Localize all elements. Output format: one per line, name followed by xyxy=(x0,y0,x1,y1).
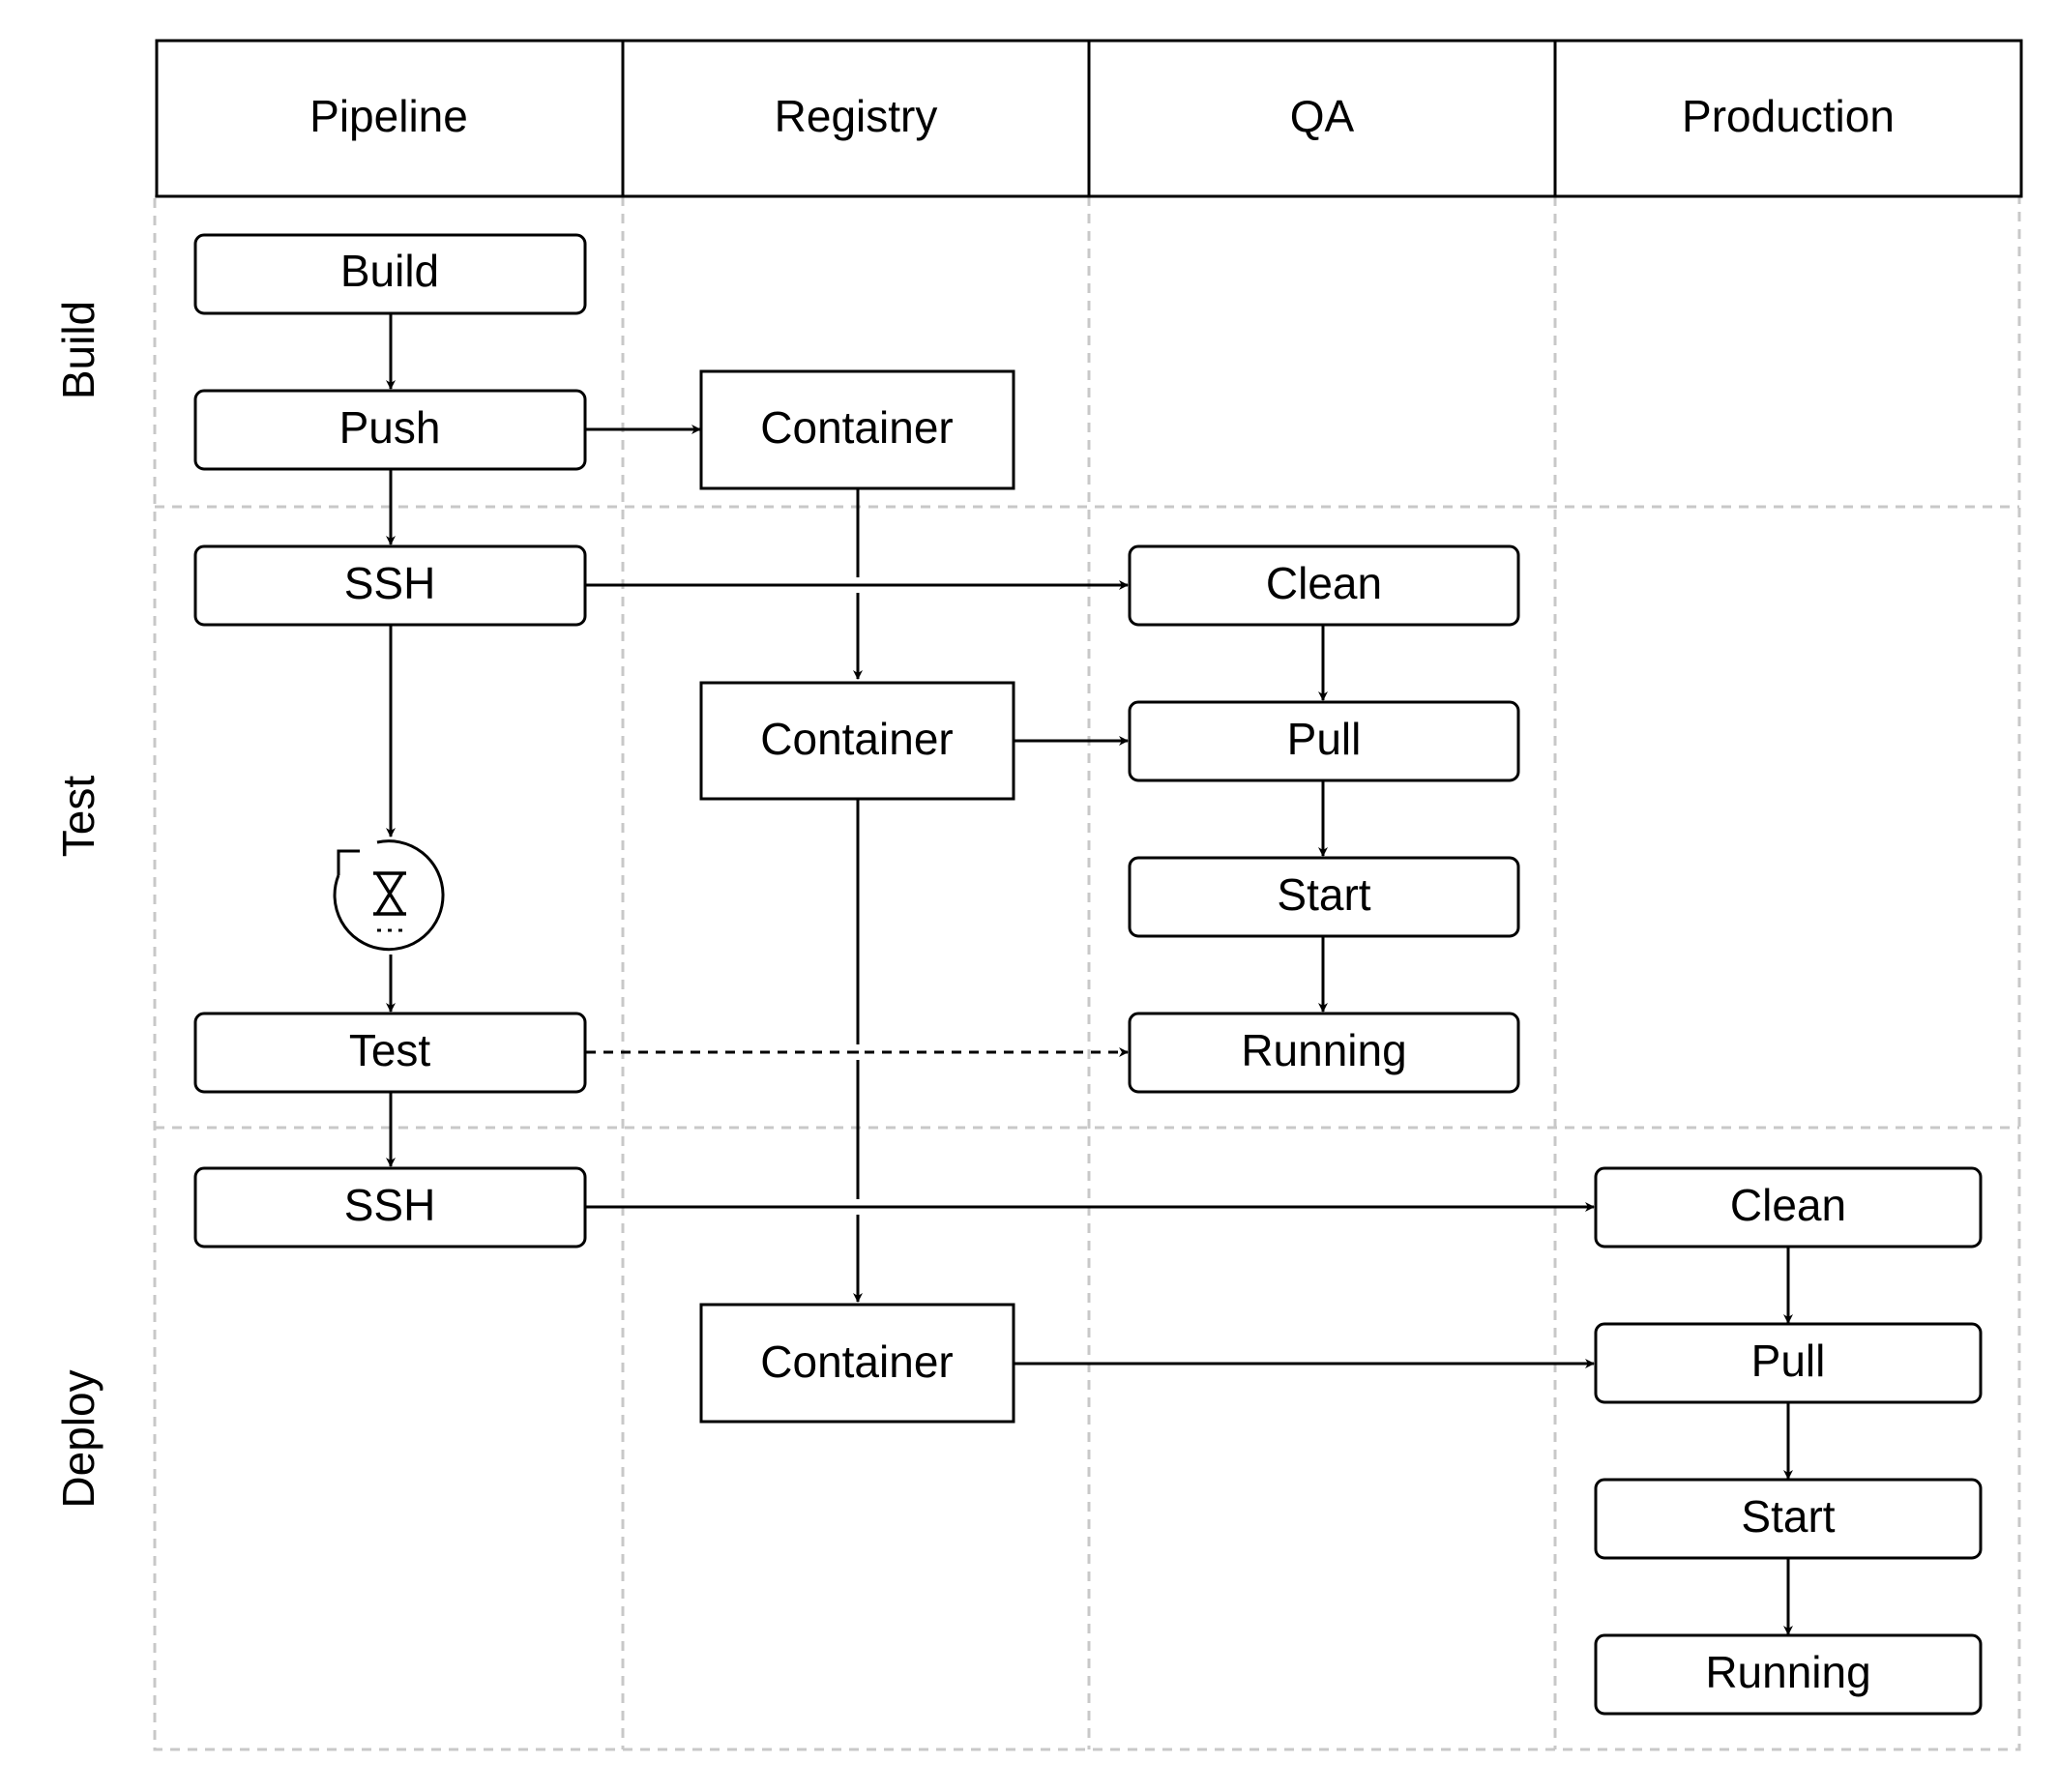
node-prod-start[interactable]: Start xyxy=(1594,1478,1983,1560)
node-ssh-deploy-label: SSH xyxy=(344,1180,436,1230)
node-container-build-label: Container xyxy=(760,402,953,453)
node-qa-pull[interactable]: Pull xyxy=(1128,700,1520,782)
node-ssh-deploy[interactable]: SSH xyxy=(193,1166,587,1249)
hourglass-timer-icon xyxy=(333,839,445,952)
node-qa-start-label: Start xyxy=(1277,869,1370,920)
node-prod-clean-label: Clean xyxy=(1730,1180,1846,1230)
node-test-label: Test xyxy=(349,1025,431,1075)
row-label-test: Test xyxy=(53,776,103,858)
node-build[interactable]: Build xyxy=(193,233,587,315)
column-header-production: Production xyxy=(1682,91,1895,141)
row-label-build: Build xyxy=(53,301,103,399)
node-qa-running-label: Running xyxy=(1241,1025,1406,1075)
node-prod-start-label: Start xyxy=(1741,1491,1835,1542)
node-qa-running[interactable]: Running xyxy=(1128,1012,1520,1094)
node-prod-clean[interactable]: Clean xyxy=(1594,1166,1983,1249)
column-header-pipeline: Pipeline xyxy=(309,91,468,141)
node-build-label: Build xyxy=(340,246,439,296)
edges xyxy=(386,313,1793,1635)
node-ssh-test[interactable]: SSH xyxy=(193,544,587,627)
row-label-deploy: Deploy xyxy=(53,1369,103,1508)
column-header-qa: QA xyxy=(1290,91,1355,141)
column-header-registry: Registry xyxy=(775,91,938,141)
node-prod-running-label: Running xyxy=(1705,1647,1870,1697)
node-qa-clean-label: Clean xyxy=(1266,558,1382,608)
line-jump-repair xyxy=(849,583,867,1209)
node-prod-pull-label: Pull xyxy=(1751,1336,1826,1386)
node-test[interactable]: Test xyxy=(193,1012,587,1094)
row-labels: Build Test Deploy xyxy=(53,301,103,1509)
column-header: Pipeline Registry QA Production xyxy=(155,39,2023,198)
node-container-test[interactable]: Container xyxy=(699,681,1015,801)
node-container-deploy[interactable]: Container xyxy=(699,1303,1015,1424)
node-prod-pull[interactable]: Pull xyxy=(1594,1322,1983,1404)
node-qa-pull-label: Pull xyxy=(1287,714,1362,764)
node-container-test-label: Container xyxy=(760,714,953,764)
node-qa-clean[interactable]: Clean xyxy=(1128,544,1520,627)
node-container-deploy-label: Container xyxy=(760,1337,953,1387)
node-prod-running[interactable]: Running xyxy=(1594,1633,1983,1716)
node-container-build[interactable]: Container xyxy=(699,369,1015,490)
node-ssh-test-label: SSH xyxy=(344,558,436,608)
node-push[interactable]: Push xyxy=(193,389,587,471)
node-push-label: Push xyxy=(339,402,441,453)
node-qa-start[interactable]: Start xyxy=(1128,856,1520,938)
